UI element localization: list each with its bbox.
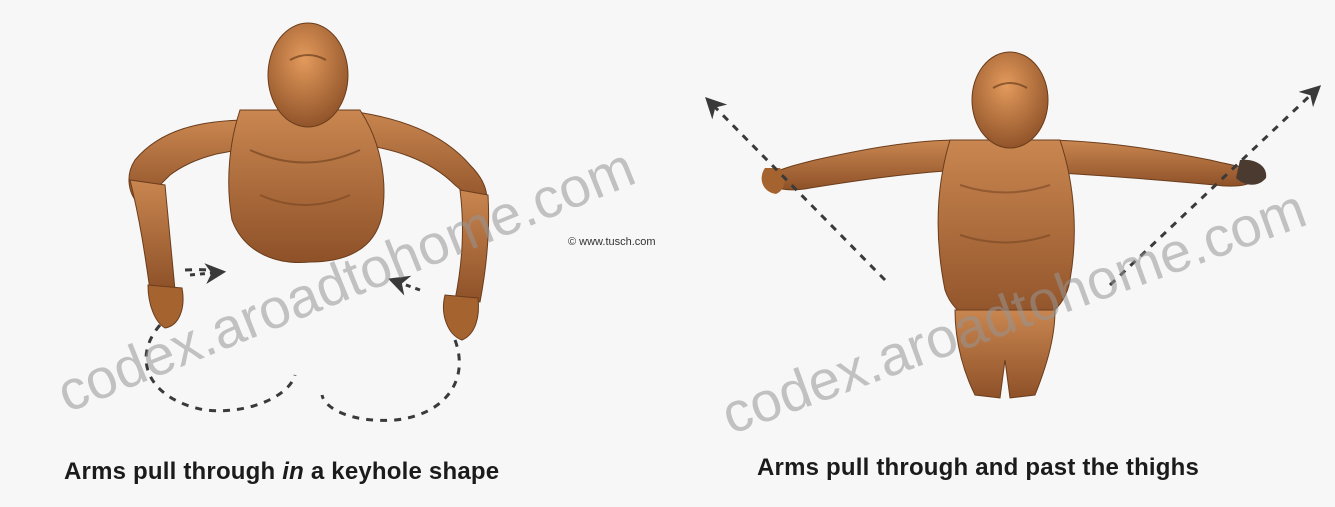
right-fig-head (972, 52, 1048, 148)
right-fig-left-arm (765, 140, 965, 190)
swimmer-left (129, 23, 489, 420)
caption-keyhole-suffix: a keyhole shape (304, 458, 499, 485)
caption-keyhole-prefix: Arms pull through (64, 458, 282, 485)
left-forearm (130, 180, 175, 290)
caption-keyhole: Arms pull through in a keyhole shape (64, 458, 499, 486)
swimmer-right (708, 52, 1318, 398)
right-hand (444, 295, 479, 340)
left-hand (148, 285, 183, 328)
head (268, 23, 348, 127)
right-fig-left-hand (762, 168, 785, 194)
right-fig-torso (938, 140, 1074, 328)
motion-arrow-left (708, 100, 885, 280)
keyhole-path-right (322, 340, 459, 420)
right-fig-right-hand (1236, 160, 1266, 185)
motion-arrow-right (1110, 88, 1318, 285)
keyhole-arrow-right (392, 280, 420, 290)
right-forearm (455, 190, 489, 302)
caption-past-thighs: Arms pull through and past the thighs (757, 454, 1199, 482)
torso (229, 110, 384, 263)
copyright-credit: © www.tusch.com (568, 236, 656, 248)
right-fig-right-arm (1040, 140, 1262, 186)
caption-keyhole-emphasis: in (282, 458, 304, 485)
right-fig-legs (955, 310, 1055, 398)
